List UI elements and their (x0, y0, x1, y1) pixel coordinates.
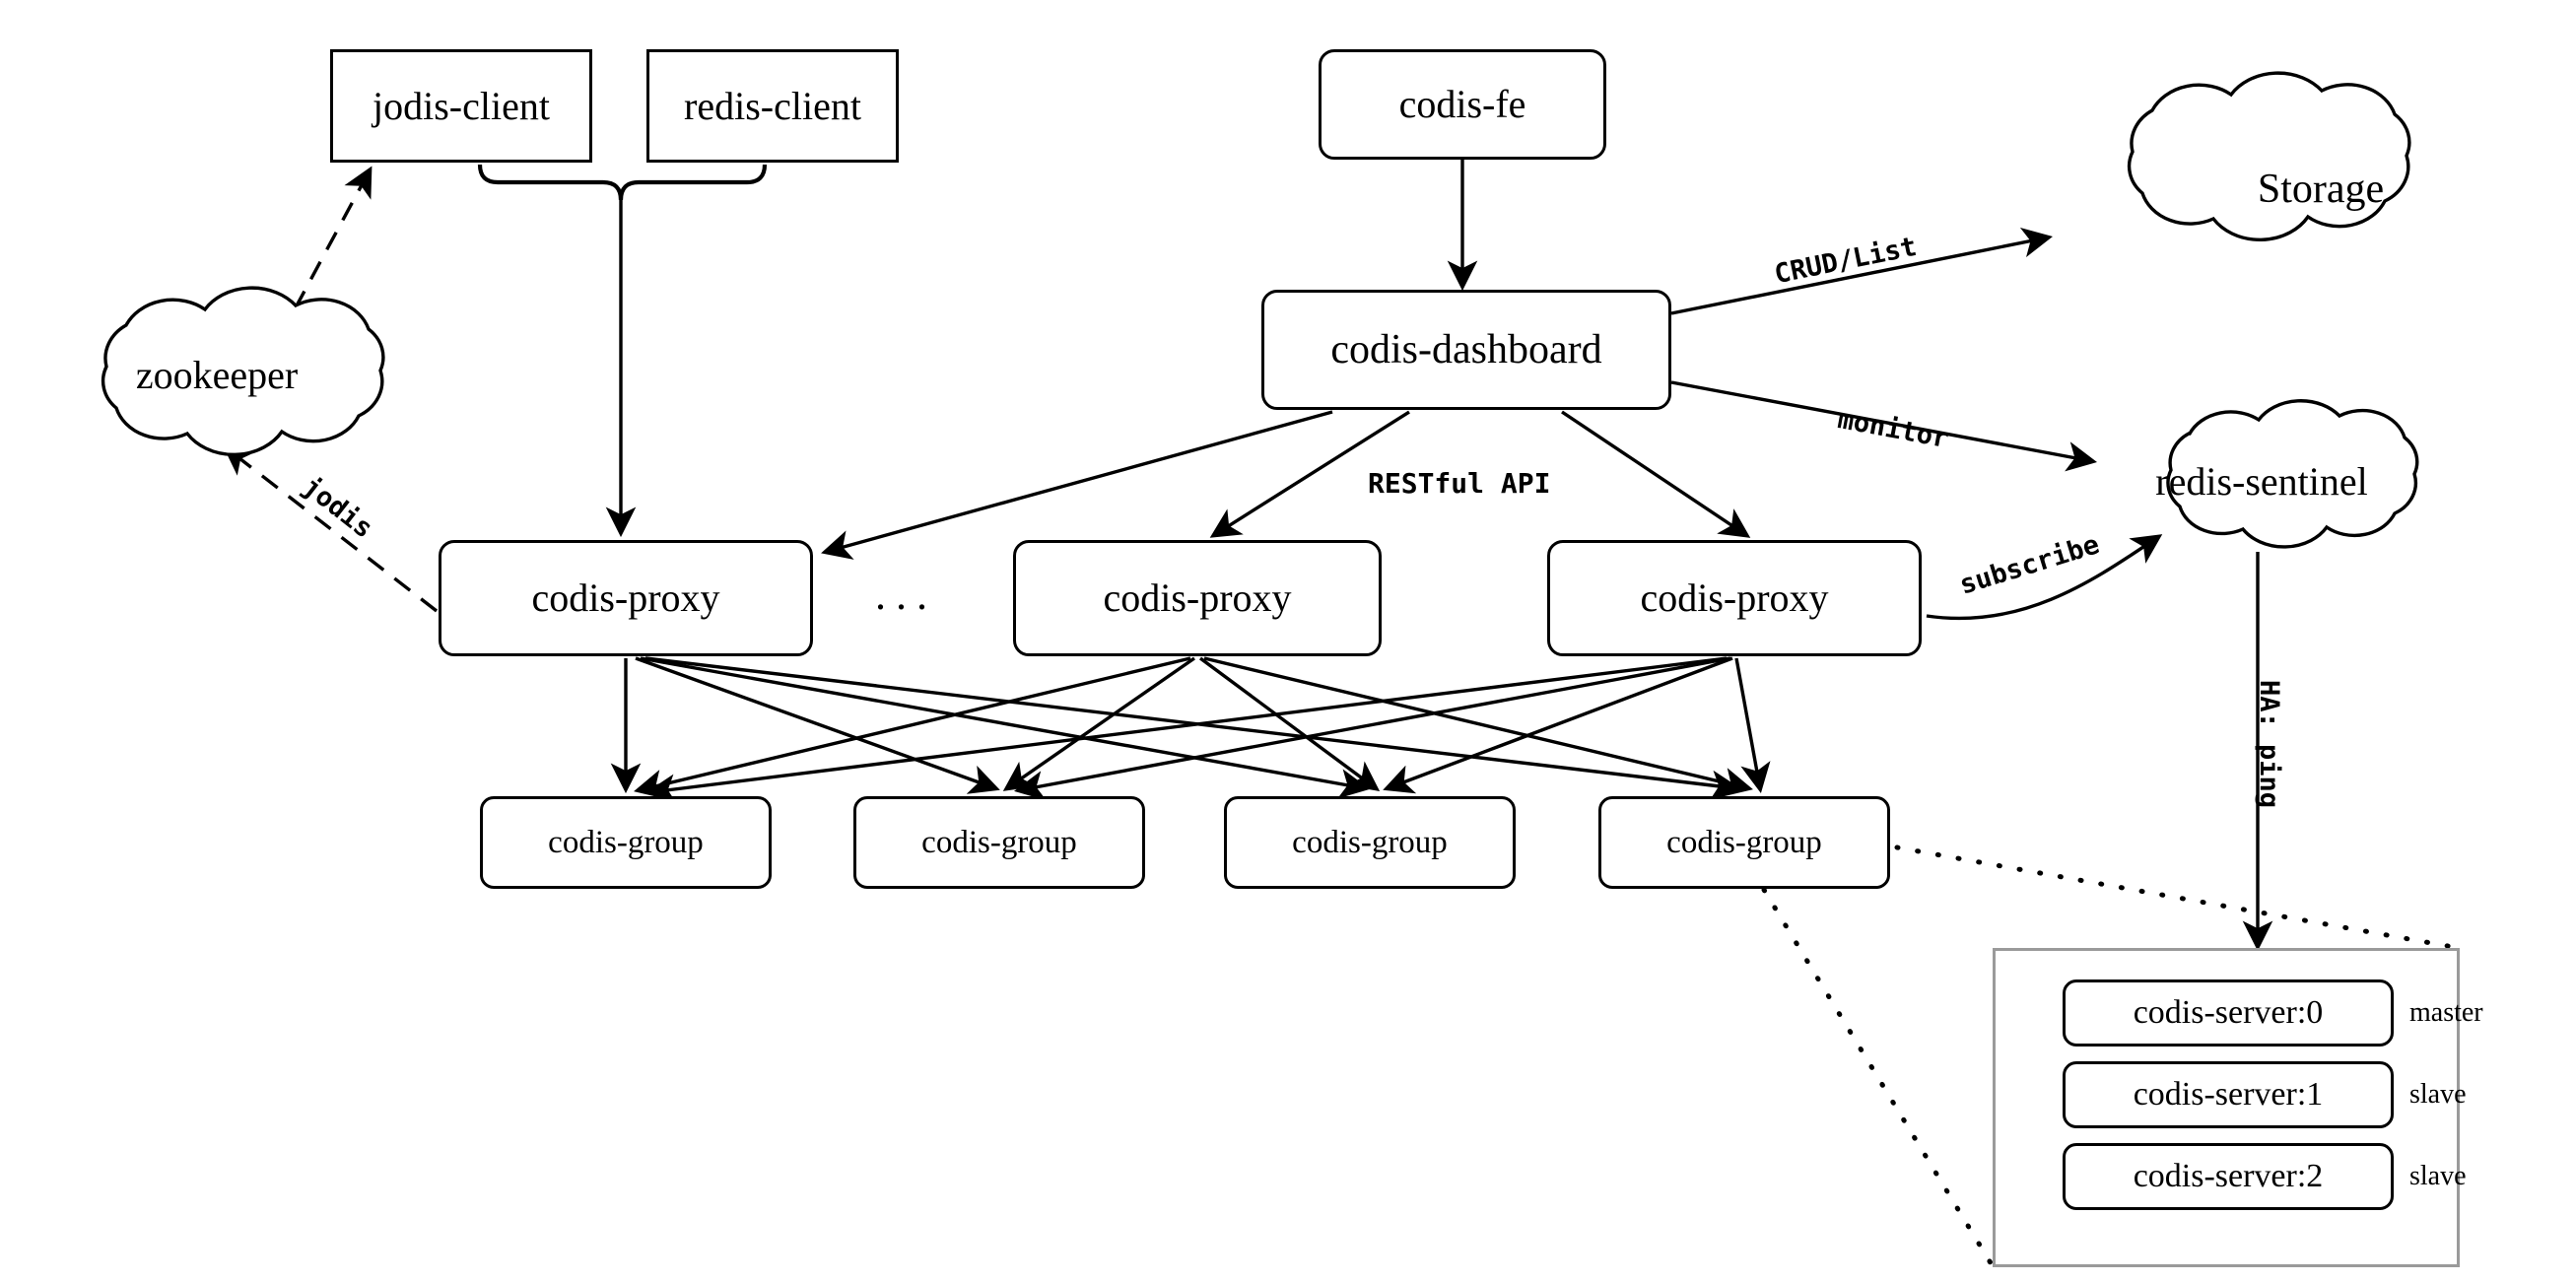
edge-proxy2-group1 (634, 656, 1191, 799)
node-codis-proxy-2-label: codis-proxy (1103, 575, 1292, 620)
edge-dashboard-to-sentinel (1670, 380, 2098, 472)
node-codis-server-1-label: codis-server:1 (2133, 1076, 2324, 1114)
edge-proxy-to-zookeeper (222, 444, 439, 613)
node-codis-server-0-label: codis-server:0 (2133, 994, 2324, 1032)
node-codis-group-4-label: codis-group (1666, 824, 1822, 860)
edge-proxy2-group4 (1203, 656, 1753, 797)
node-codis-group-2[interactable]: codis-group (853, 796, 1145, 889)
edge-label-restful-api-text: RESTful API (1368, 467, 1551, 500)
node-codis-group-3[interactable]: codis-group (1224, 796, 1516, 889)
edge-label-restful-api: RESTful API (1368, 467, 1550, 500)
callout-bottom (1761, 887, 1996, 1269)
node-jodis-client[interactable]: jodis-client (330, 49, 592, 163)
edge-dashboard-to-proxy1 (821, 410, 1333, 560)
edge-proxy2-group2 (1002, 656, 1195, 791)
node-codis-group-2-label: codis-group (921, 824, 1077, 860)
callout-top (1894, 844, 2462, 951)
node-codis-dashboard[interactable]: codis-dashboard (1261, 290, 1671, 410)
node-redis-client-label: redis-client (684, 83, 861, 128)
role-text-1: slave (2409, 1079, 2467, 1110)
node-codis-server-0[interactable]: codis-server:0 (2063, 979, 2394, 1047)
node-jodis-client-label: jodis-client (373, 83, 550, 128)
node-codis-group-4[interactable]: codis-group (1598, 796, 1890, 889)
edge-proxy2-group3 (1198, 656, 1381, 792)
node-codis-server-2-label: codis-server:2 (2133, 1158, 2324, 1195)
edge-proxy3-group3 (1383, 656, 1733, 794)
node-codis-proxy-2[interactable]: codis-proxy (1013, 540, 1382, 656)
node-codis-proxy-1-label: codis-proxy (531, 575, 720, 620)
proxy-ellipsis: ... (875, 570, 937, 620)
node-codis-server-1[interactable]: codis-server:1 (2063, 1061, 2394, 1128)
role-label-codis-server-2: slave (2409, 1161, 2467, 1192)
redis-sentinel-cloud (2166, 399, 2419, 549)
node-codis-proxy-3[interactable]: codis-proxy (1547, 540, 1922, 656)
proxy-ellipsis-label: ... (875, 571, 937, 619)
role-text-2: slave (2409, 1161, 2467, 1191)
edge-proxy1-group2 (635, 656, 1000, 794)
edge-proxy3-to-sentinel (1926, 534, 2163, 621)
storage-cloud (2127, 71, 2411, 242)
node-codis-group-3-label: codis-group (1292, 824, 1448, 860)
node-codis-server-2[interactable]: codis-server:2 (2063, 1143, 2394, 1210)
node-codis-fe[interactable]: codis-fe (1319, 49, 1606, 160)
node-codis-fe-label: codis-fe (1398, 82, 1526, 126)
node-codis-group-1[interactable]: codis-group (480, 796, 772, 889)
node-codis-proxy-1[interactable]: codis-proxy (439, 540, 813, 656)
node-codis-dashboard-label: codis-dashboard (1330, 326, 1602, 372)
edge-dashboard-to-proxy3 (1561, 410, 1751, 538)
edge-label-ha-ping-text: HA: ping (2254, 680, 2284, 809)
node-codis-proxy-3-label: codis-proxy (1640, 575, 1829, 620)
node-redis-client[interactable]: redis-client (646, 49, 899, 163)
codis-server-panel: codis-server:0 master codis-server:1 sla… (1993, 948, 2483, 1267)
role-label-codis-server-1: slave (2409, 1079, 2467, 1111)
edge-proxy1-group3 (640, 656, 1371, 799)
edge-dashboard-to-storage (1670, 228, 2053, 315)
edge-label-ha-ping: HA: ping (2254, 680, 2284, 808)
client-brace (477, 164, 768, 201)
edge-proxy3-group4 (1734, 657, 1771, 794)
role-text-0: master (2409, 997, 2483, 1028)
edge-dashboard-to-proxy2 (1209, 410, 1410, 538)
edge-proxy3-group1 (644, 656, 1728, 805)
role-label-codis-server-0: master (2409, 997, 2483, 1029)
zookeeper-cloud (101, 286, 385, 457)
edge-proxy3-group2 (1013, 656, 1731, 801)
node-codis-group-1-label: codis-group (548, 824, 704, 860)
